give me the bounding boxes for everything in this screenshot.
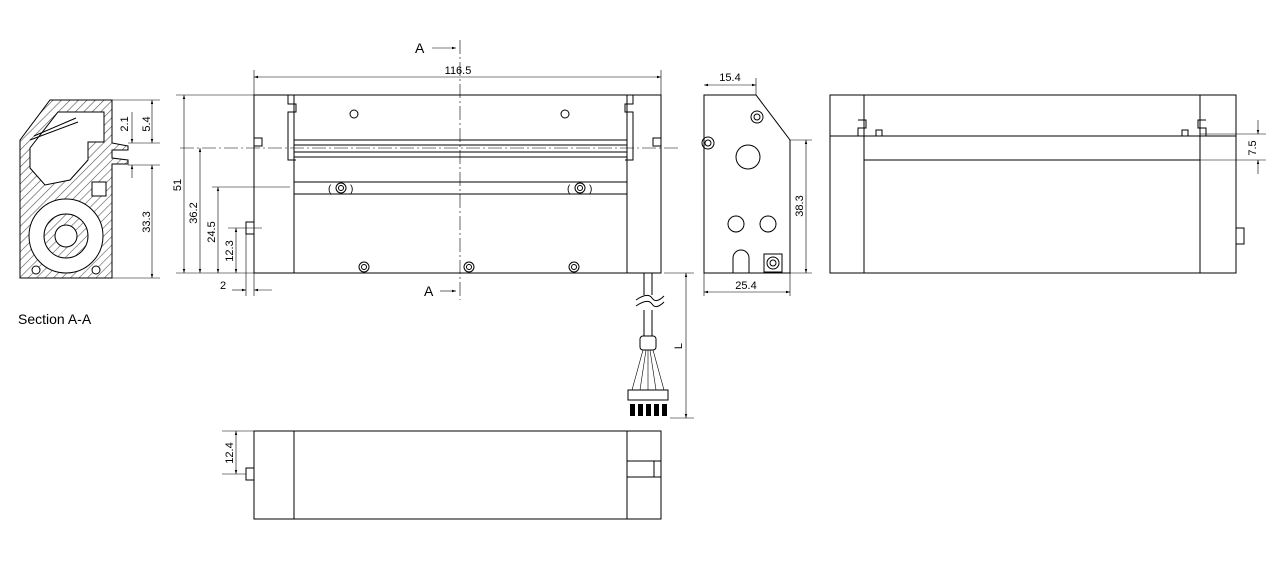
section-mark-top: A <box>415 40 425 56</box>
dim-12-3: 12.3 <box>224 240 236 261</box>
dim-side-top: 15.4 <box>719 72 740 84</box>
svg-text:): ) <box>350 184 353 195</box>
dim-cable-length: L <box>673 343 685 349</box>
bottom-view: 12.4 <box>222 430 662 520</box>
front-body <box>253 94 662 274</box>
dim-36-2: 36.2 <box>188 202 200 223</box>
dim-width-overall: 116.5 <box>445 65 472 77</box>
dim-bottom-12-4: 12.4 <box>224 442 236 463</box>
dim-24-5: 24.5 <box>206 221 218 242</box>
dim-sec-5-4: 5.4 <box>141 116 153 131</box>
front-hole <box>349 109 359 119</box>
front-view: ( ) ( ) A A 116.5 51 36.2 24.5 12.3 <box>172 40 680 300</box>
section-mark-bottom: A <box>424 283 434 299</box>
side-view: 15.4 38.3 25.4 <box>701 72 812 296</box>
dim-sec-2-1: 2.1 <box>119 116 131 131</box>
side-body <box>703 94 791 274</box>
svg-text:): ) <box>589 184 592 195</box>
svg-text:(: ( <box>567 184 571 195</box>
front-hole <box>560 109 570 119</box>
dim-right-7-5: 7.5 <box>1247 140 1259 155</box>
dim-offset-2: 2 <box>220 280 226 292</box>
dim-side-bottom: 25.4 <box>735 280 756 292</box>
cable-connector <box>627 389 669 401</box>
svg-text:(: ( <box>328 184 332 195</box>
top-body <box>829 94 1237 274</box>
bottom-body <box>253 430 662 520</box>
section-label: Section A-A <box>18 311 92 327</box>
dim-height-overall: 51 <box>172 179 184 191</box>
cable: L <box>627 272 694 419</box>
dim-side-height: 38.3 <box>794 195 806 216</box>
top-view: 7.5 <box>829 94 1266 274</box>
dim-sec-33-3: 33.3 <box>141 211 153 232</box>
section-view: 5.4 2.1 33.3 Section A-A <box>18 99 160 327</box>
